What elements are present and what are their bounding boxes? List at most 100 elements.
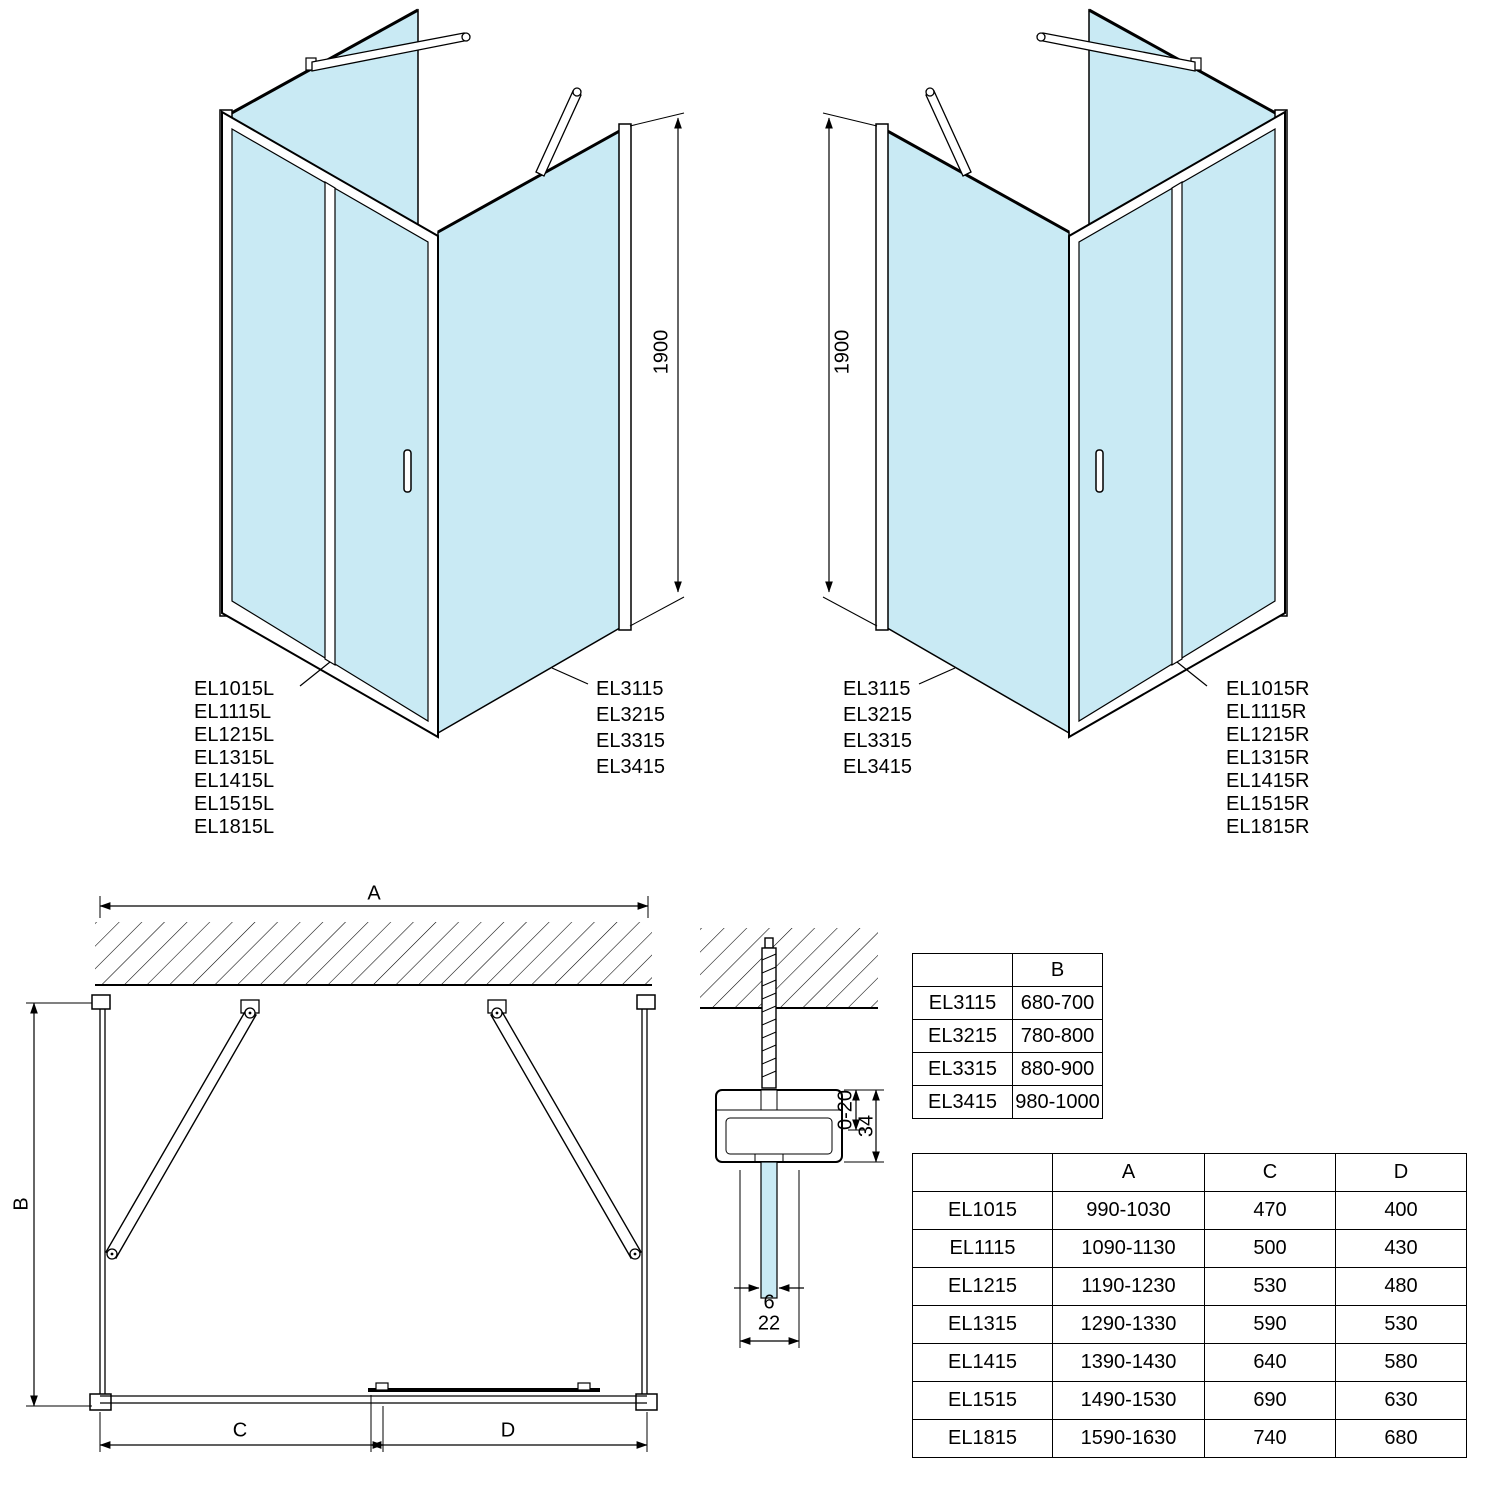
right-view-support-braces	[925, 32, 1202, 177]
detail-anchor-screw	[761, 937, 777, 1089]
a-cell: 1490-1530	[1052, 1381, 1205, 1420]
detail-dim-track-label: 22	[757, 1312, 781, 1335]
b-cell: 680-700	[1012, 986, 1103, 1020]
right-view-side-panel-top-frame	[881, 126, 1070, 234]
plan-support-braces	[105, 999, 642, 1260]
header-cell-d: D	[1335, 1153, 1467, 1192]
header-cell-c: C	[1204, 1153, 1336, 1192]
door-model-label: EL1315R	[1226, 747, 1310, 769]
header-cell-model	[912, 953, 1013, 987]
detail-glass-pane	[760, 1161, 778, 1299]
detail-dim-track	[739, 1170, 800, 1348]
right-view-wall-profile-left	[875, 123, 889, 631]
detail-dim-glass-label: 6	[763, 1291, 775, 1314]
plan-view	[26, 896, 658, 1452]
a-cell: 1390-1430	[1052, 1343, 1205, 1382]
right-isometric-view	[822, 8, 1288, 739]
side-model-label: EL3215	[596, 704, 665, 726]
d-cell: 580	[1335, 1343, 1467, 1382]
door-model-label: EL1115R	[1226, 701, 1307, 723]
model-cell: EL1215	[912, 1267, 1053, 1306]
model-cell: EL1515	[912, 1381, 1053, 1420]
left-view-door-leader	[299, 661, 331, 687]
c-cell: 590	[1204, 1305, 1336, 1344]
side-model-label: EL3215	[843, 704, 912, 726]
right-view-side-leader	[918, 667, 956, 685]
model-cell: EL3315	[912, 1052, 1013, 1086]
table-header-row: A C D	[912, 1153, 1467, 1192]
plan-wall-hatch	[95, 922, 652, 985]
table-row: EL3215 780-800	[912, 1019, 1103, 1053]
right-view-height-dim-label: 1900	[831, 329, 854, 375]
left-view-side-panel-top-frame	[437, 126, 626, 234]
door-model-label: EL1815L	[194, 816, 275, 838]
door-model-label: EL1415R	[1226, 770, 1310, 792]
a-cell: 1090-1130	[1052, 1229, 1205, 1268]
left-isometric-view	[219, 8, 685, 739]
d-cell: 480	[1335, 1267, 1467, 1306]
d-cell: 630	[1335, 1381, 1467, 1420]
b-cell: 980-1000	[1012, 1085, 1103, 1119]
side-model-label: EL3115	[843, 678, 911, 700]
door-model-label: EL1115L	[194, 701, 272, 723]
plan-dim-d	[370, 1395, 648, 1452]
model-cell: EL1115	[912, 1229, 1053, 1268]
table-row: EL1215 1190-1230 530 480	[912, 1267, 1467, 1306]
side-model-label: EL3315	[843, 730, 912, 752]
table-row: EL1515 1490-1530 690 630	[912, 1381, 1467, 1420]
b-dimension-table: B EL3115 680-700 EL3215 780-800 EL3315 8…	[912, 953, 1103, 1119]
c-cell: 740	[1204, 1419, 1336, 1458]
plan-dim-b-label: B	[10, 1197, 33, 1211]
detail-dim-adjust	[844, 1089, 864, 1131]
c-cell: 640	[1204, 1343, 1336, 1382]
side-model-label: EL3115	[596, 678, 664, 700]
table-row: EL1315 1290-1330 590 530	[912, 1305, 1467, 1344]
d-cell: 430	[1335, 1229, 1467, 1268]
c-cell: 500	[1204, 1229, 1336, 1268]
table-row: EL3315 880-900	[912, 1052, 1103, 1086]
left-view-door-handle	[403, 449, 412, 493]
a-cell: 990-1030	[1052, 1191, 1205, 1230]
detail-profile-section	[715, 1089, 843, 1163]
door-model-label: EL1015R	[1226, 678, 1310, 700]
c-cell: 530	[1204, 1267, 1336, 1306]
a-cell: 1190-1230	[1052, 1267, 1205, 1306]
table-row: EL1415 1390-1430 640 580	[912, 1343, 1467, 1382]
left-view-wall-profile-right	[618, 123, 632, 631]
plan-dim-c-label: C	[232, 1419, 248, 1442]
d-cell: 530	[1335, 1305, 1467, 1344]
model-cell: EL1415	[912, 1343, 1053, 1382]
side-model-label: EL3415	[843, 756, 912, 778]
model-cell: EL1815	[912, 1419, 1053, 1458]
plan-dim-a-label: A	[367, 882, 381, 905]
left-view-side-panel-glass	[437, 126, 626, 735]
model-cell: EL3115	[912, 986, 1013, 1020]
right-view-door-leader	[1176, 661, 1208, 687]
side-model-label: EL3315	[596, 730, 665, 752]
table-row: EL1815 1590-1630 740 680	[912, 1419, 1467, 1458]
model-cell: EL1015	[912, 1191, 1053, 1230]
left-view-side-leader	[551, 667, 589, 685]
door-model-label: EL1015L	[194, 678, 275, 700]
door-model-label: EL1515L	[194, 793, 275, 815]
right-view-door-handle	[1095, 449, 1104, 493]
door-model-label: EL1515R	[1226, 793, 1310, 815]
left-view-side-model-list: EL3115 EL3215 EL3315 EL3415	[596, 676, 665, 780]
side-model-label: EL3415	[596, 756, 665, 778]
door-model-label: EL1815R	[1226, 816, 1310, 838]
c-cell: 690	[1204, 1381, 1336, 1420]
right-view-side-model-list: EL3115 EL3215 EL3315 EL3415	[843, 676, 912, 780]
right-view-height-dimension	[822, 112, 878, 627]
table-row: EL1115 1090-1130 500 430	[912, 1229, 1467, 1268]
plan-dim-d-label: D	[500, 1419, 516, 1442]
door-model-label: EL1415L	[194, 770, 275, 792]
a-cell: 1590-1630	[1052, 1419, 1205, 1458]
b-cell: 780-800	[1012, 1019, 1103, 1053]
acd-dimension-table: A C D EL1015 990-1030 470 400 EL1115 109…	[912, 1153, 1467, 1458]
detail-dim-adjust-label: 0-20	[834, 1089, 857, 1131]
d-cell: 680	[1335, 1419, 1467, 1458]
plan-dim-a	[99, 896, 649, 918]
model-cell: EL3215	[912, 1019, 1013, 1053]
